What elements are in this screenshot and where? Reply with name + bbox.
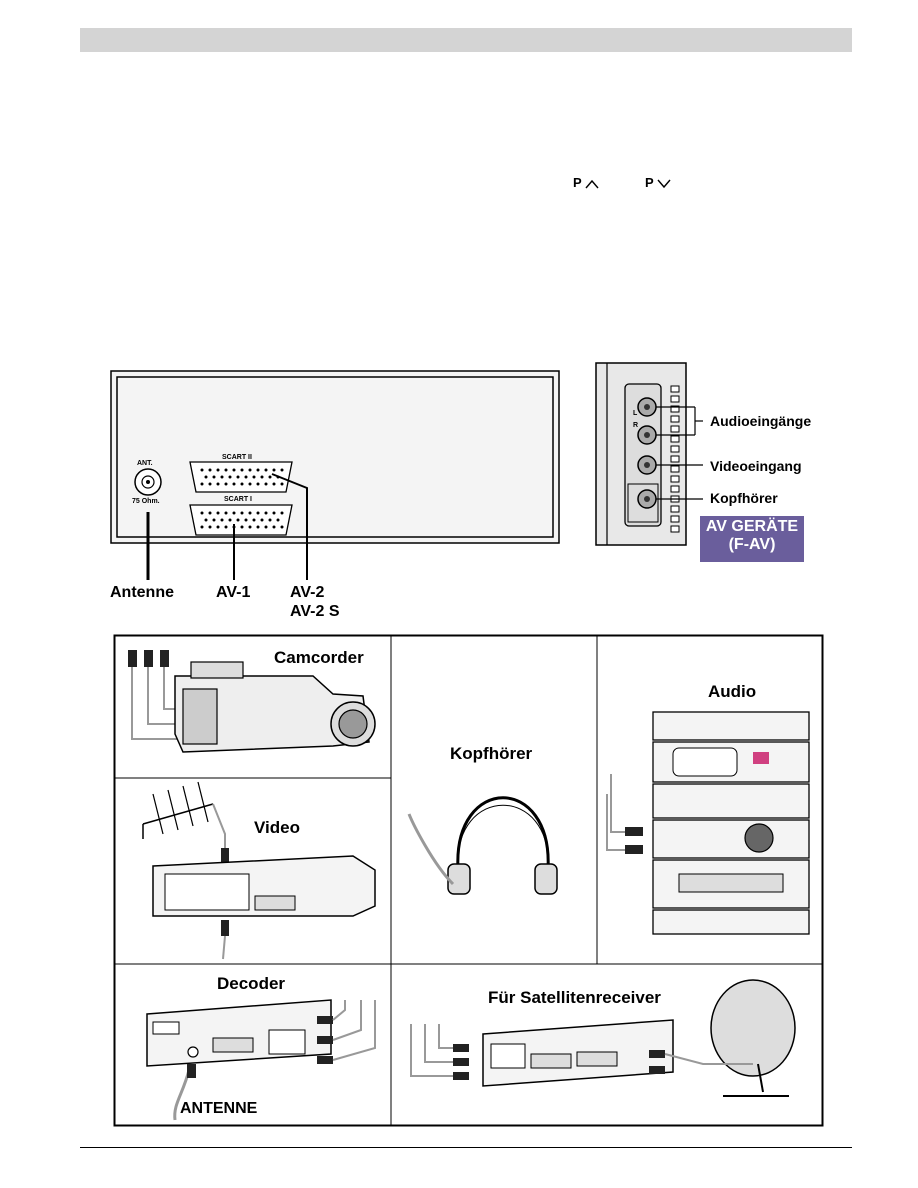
scart1-label: SCART I (224, 496, 252, 503)
decoder-illustration (146, 999, 376, 1121)
headphones-illustration (407, 796, 558, 895)
antenne-label: Antenne (110, 584, 174, 601)
program-down-key: P (645, 175, 671, 190)
av-devices-badge: AV GERÄTE (F-AV) (700, 516, 804, 562)
chevron-up-icon (585, 179, 599, 189)
program-down-label: P (645, 175, 654, 190)
video-title: Video (254, 818, 300, 837)
decoder-antenne-label: ANTENNE (180, 1100, 258, 1117)
badge-line1: AV GERÄTE (705, 518, 799, 535)
camcorder-illustration (128, 650, 376, 753)
tv-side-panel (595, 362, 703, 546)
audio-inputs-label: Audioeingänge (710, 413, 812, 429)
jack-r-label: R (633, 422, 639, 429)
ohm-label: 75 Ohm. (132, 498, 160, 505)
ant-label: ANT. (137, 460, 153, 467)
audio-title: Audio (708, 682, 757, 701)
av1-label: AV-1 (216, 584, 251, 601)
av2s-label: AV-2 S (290, 603, 340, 620)
badge-line2: (F-AV) (728, 536, 776, 553)
tv-rear-panel (110, 370, 560, 580)
scart2-label: SCART II (222, 454, 252, 461)
jack-l-label: L (633, 410, 638, 417)
camcorder-title: Camcorder (274, 648, 364, 667)
program-up-key: P (573, 175, 599, 190)
video-recorder-illustration (142, 781, 376, 960)
header-bar (80, 28, 852, 52)
decoder-title: Decoder (217, 974, 286, 993)
chevron-down-icon (657, 179, 671, 188)
satellite-receiver-illustration (410, 979, 796, 1097)
audio-system-illustration (606, 711, 810, 935)
devices-diagram (113, 634, 824, 1127)
program-up-label: P (573, 175, 582, 190)
kopfhoerer-title: Kopfhörer (450, 744, 533, 763)
satellite-title: Für Satellitenreceiver (488, 988, 661, 1007)
headphone-label: Kopfhörer (710, 490, 778, 506)
av2-label: AV-2 (290, 584, 325, 601)
footer-rule (80, 1147, 852, 1148)
video-input-label: Videoeingang (710, 458, 802, 474)
